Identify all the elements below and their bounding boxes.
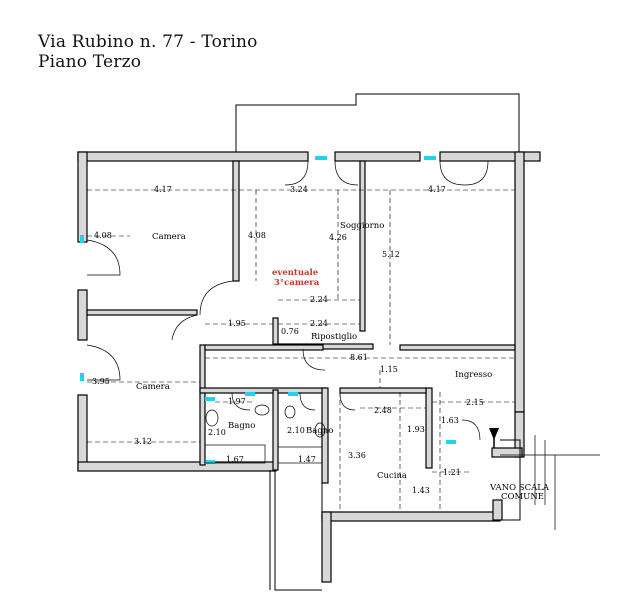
door-swings <box>86 160 489 441</box>
dim-label: 8.61 <box>350 353 368 362</box>
label-eventuale: eventuale <box>272 268 319 278</box>
room-ingresso: Ingresso <box>455 370 492 380</box>
dim-label: 5.12 <box>382 250 400 259</box>
dim-label: 1.97 <box>228 397 246 406</box>
dimension-lines <box>87 189 515 512</box>
dim-label: 4.08 <box>248 231 266 240</box>
dim-label: 2.24 <box>310 295 328 304</box>
plan-address: Via Rubino n. 77 - Torino <box>38 32 258 52</box>
balcony-outline <box>235 93 520 152</box>
dim-label: 1.95 <box>228 319 246 328</box>
dim-label: 3.95 <box>92 377 110 386</box>
room-bagno-left: Bagno <box>228 421 255 431</box>
room-ripostiglio: Ripostiglio <box>311 332 357 342</box>
dim-label: 2.24 <box>310 319 328 328</box>
dim-label: 1.15 <box>380 365 398 374</box>
dim-label: 4.17 <box>428 185 446 194</box>
label-terza-camera: 3°camera <box>274 278 320 288</box>
dim-label: 3.24 <box>290 185 308 194</box>
window-markers <box>80 156 456 464</box>
dim-label: 1.47 <box>298 455 316 464</box>
dim-label: 1.21 <box>443 468 461 477</box>
label-vano-scala: VANO SCALA <box>489 483 550 493</box>
dim-label: 4.17 <box>154 185 172 194</box>
room-bagno-right: Bagno <box>306 426 333 436</box>
room-soggiorno: Soggiorno <box>340 221 384 231</box>
dim-label: 3.36 <box>348 451 366 460</box>
dim-label: 3.12 <box>134 437 152 446</box>
room-camera-bottom: Camera <box>136 382 170 392</box>
dim-label: 4.26 <box>329 233 347 242</box>
dim-label: 1.43 <box>412 486 430 495</box>
dim-label: 2.10 <box>208 428 226 437</box>
outer-walls <box>77 151 541 583</box>
dim-label: 2.15 <box>466 398 484 407</box>
room-camera-top: Camera <box>152 232 186 242</box>
room-cucina: Cucina <box>377 471 407 481</box>
plan-floor: Piano Terzo <box>38 52 142 72</box>
dim-label: 2.10 <box>287 426 305 435</box>
dim-label: 4.08 <box>94 231 112 240</box>
dim-label: 1.67 <box>226 455 244 464</box>
inner-walls <box>86 160 516 484</box>
lower-extension <box>269 435 600 591</box>
dim-label: 1.63 <box>441 416 459 425</box>
dimension-labels: 4.17 3.24 4.17 4.08 4.08 4.26 5.12 2.24 … <box>92 185 484 495</box>
label-comune: COMUNE <box>501 492 544 502</box>
dim-label: 0.76 <box>281 327 299 336</box>
dim-label: 2.48 <box>374 406 392 415</box>
bathroom-fixtures <box>204 404 326 464</box>
dim-label: 1.93 <box>407 425 425 434</box>
